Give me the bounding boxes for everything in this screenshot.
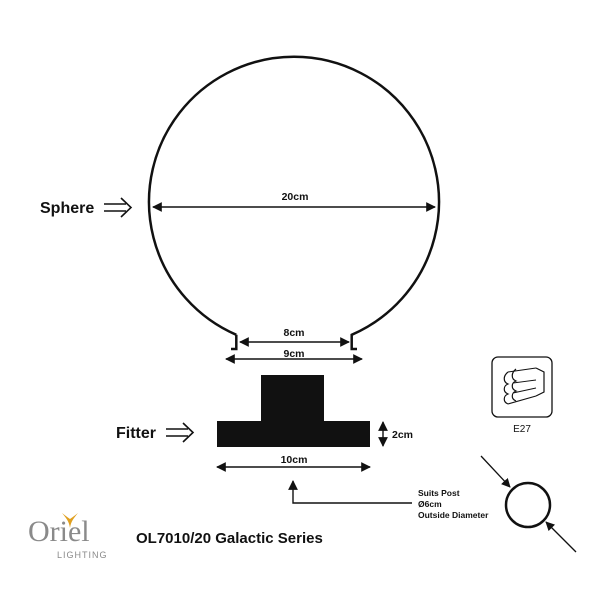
fitter-label: Fitter [116,425,156,442]
fitter-height-label: 2cm [392,429,413,441]
logo-accent-icon [62,513,78,528]
fitter-pointer-arrow [166,422,195,443]
fitter-width-label: 10cm [281,454,308,466]
post-pointer-line [288,480,412,504]
sphere-neck-left [231,334,238,351]
fitter-shape [217,375,370,447]
post-diameter-circle [504,481,552,529]
opening-outer-label: 9cm [283,348,304,360]
svg-text:Oriel: Oriel [28,515,90,548]
sphere-diameter-label: 20cm [282,191,309,203]
post-pointer-arrow-bottom [545,521,577,553]
e27-label: E27 [513,424,531,435]
post-note-line2: Ø6cm [418,499,442,509]
product-title: OL7010/20 Galactic Series [136,530,323,547]
sphere-outline [147,55,441,351]
sphere-label: Sphere [40,200,94,217]
e27-bulb-cap-icon [491,356,553,418]
oriel-logo: Oriel LIGHTING [28,513,108,560]
post-note-line1: Suits Post [418,488,460,498]
opening-inner-label: 8cm [283,327,304,339]
sphere-pointer-arrow [104,197,133,218]
post-pointer-arrow-top [480,455,511,488]
svg-text:LIGHTING: LIGHTING [57,550,108,560]
post-note-line3: Outside Diameter [418,510,489,520]
